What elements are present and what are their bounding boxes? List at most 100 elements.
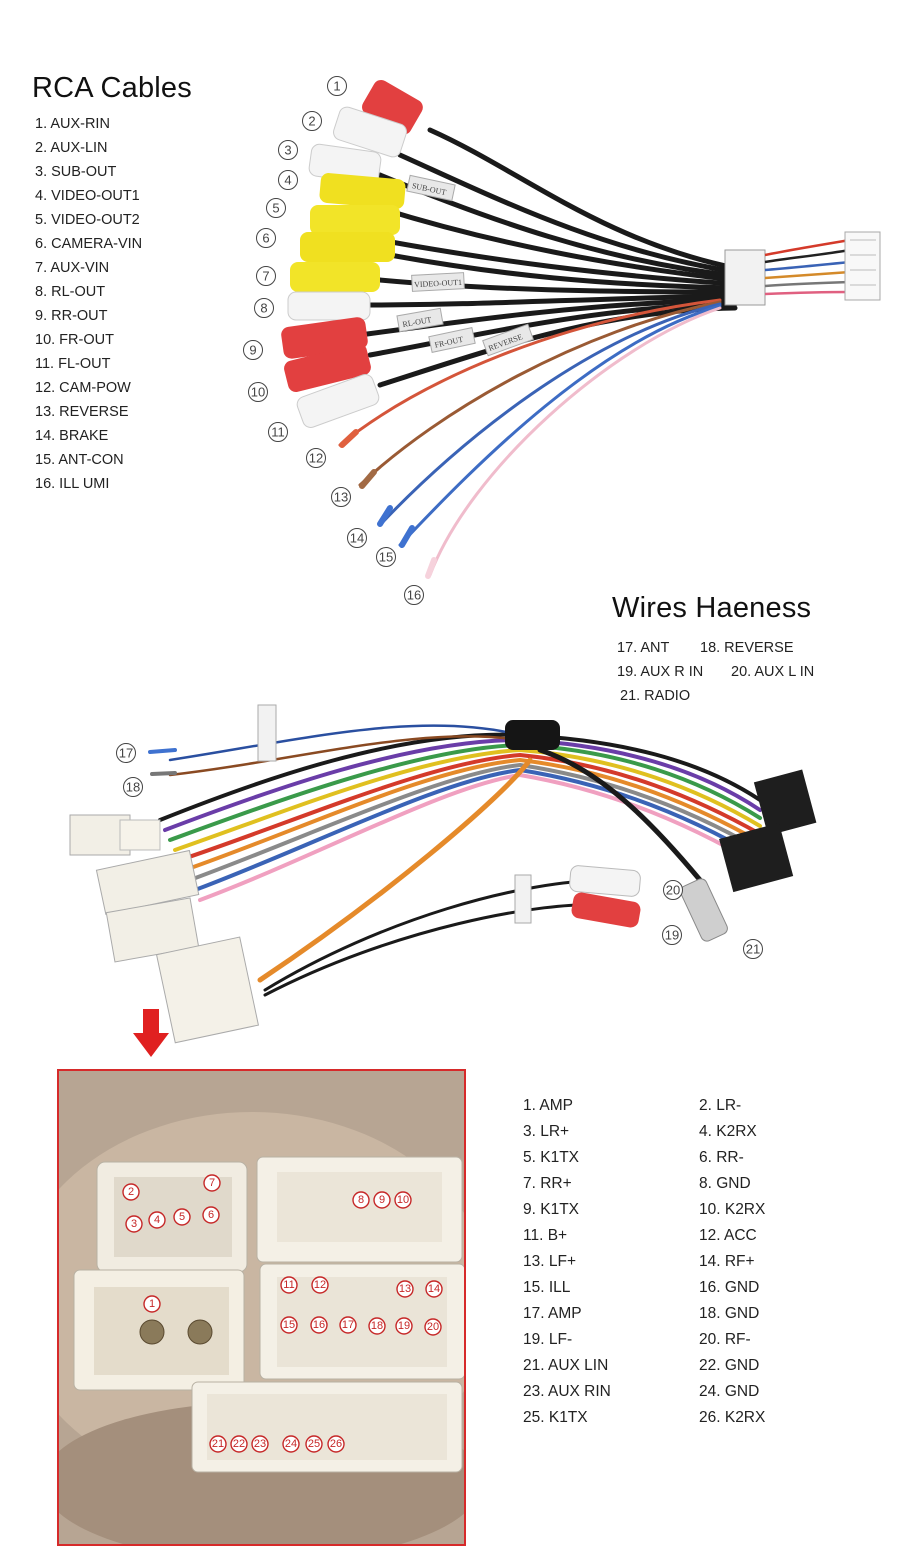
pin-badge: 5 [173, 1208, 191, 1226]
svg-text:14: 14 [350, 531, 364, 546]
callout-badge: 6 [256, 228, 276, 248]
pin-label: 7. RR+ [523, 1175, 572, 1192]
pin-label: 20. RF- [699, 1331, 751, 1348]
pin-row: 11. B+ 12. ACC [523, 1223, 875, 1249]
rca-callouts: 1 2 3 4 5 6 7 8 9 10 11 12 13 14 15 16 [243, 76, 424, 605]
pin-row: 21. AUX LIN 22. GND [523, 1353, 875, 1379]
pin-label: 15. ILL [523, 1279, 571, 1296]
svg-text:10: 10 [397, 1194, 409, 1206]
svg-text:19: 19 [398, 1320, 410, 1332]
svg-text:2: 2 [308, 114, 315, 129]
pin-badge: 12 [311, 1276, 329, 1294]
pin-label: 13. LF+ [523, 1253, 576, 1270]
pin-label: 10. K2RX [699, 1201, 766, 1218]
rca-list-item: 11. FL-OUT [35, 356, 111, 372]
rca-list-item: 7. AUX-VIN [35, 260, 110, 276]
svg-text:10: 10 [251, 385, 265, 400]
rca-list-item: 6. CAMERA-VIN [35, 236, 143, 252]
svg-text:8: 8 [260, 301, 267, 316]
svg-text:18: 18 [371, 1320, 383, 1332]
svg-text:1: 1 [149, 1298, 155, 1310]
pin-label: 21. AUX LIN [523, 1357, 609, 1374]
wires-list-row: 21. RADIO [617, 684, 887, 708]
callout-badge: 4 [278, 170, 298, 190]
svg-text:8: 8 [358, 1194, 364, 1206]
callout-badge: 12 [306, 448, 326, 468]
pin-label: 8. GND [699, 1175, 751, 1192]
callout-badge: 17 [116, 743, 136, 763]
pin-label: 5. K1TX [523, 1149, 579, 1166]
svg-text:2: 2 [128, 1186, 134, 1198]
down-arrow-icon [133, 1009, 169, 1057]
wires-list-item: 19. AUX R IN [617, 664, 704, 680]
svg-text:25: 25 [308, 1438, 320, 1450]
svg-text:18: 18 [126, 780, 140, 795]
wire-harness-illustration: 17 18 19 20 21 [69, 704, 817, 1044]
pin-badge: 1 [143, 1295, 161, 1313]
callout-badge: 5 [266, 198, 286, 218]
pin-badge: 16 [310, 1316, 328, 1334]
callout-badge: 10 [248, 382, 268, 402]
rca-list-item: 12. CAM-POW [35, 380, 131, 396]
pin-badge: 9 [373, 1191, 391, 1209]
pin-row: 13. LF+14. RF+ [523, 1249, 875, 1275]
pin-badge: 25 [305, 1435, 323, 1453]
svg-text:13: 13 [334, 490, 348, 505]
svg-text:1: 1 [333, 79, 340, 94]
svg-text:24: 24 [285, 1438, 297, 1450]
svg-text:5: 5 [272, 201, 279, 216]
svg-text:20: 20 [666, 883, 680, 898]
wires-list-row: 17. ANT 18. REVERSE [617, 636, 887, 660]
callout-badge: 13 [331, 487, 351, 507]
svg-text:11: 11 [283, 1279, 294, 1291]
callout-badge: 8 [254, 298, 274, 318]
svg-text:6: 6 [262, 231, 269, 246]
pin-label: 19. LF- [523, 1331, 573, 1348]
rca-tag: VIDEO-OUT1 [414, 278, 462, 289]
pin-badge: 19 [395, 1317, 413, 1335]
callout-badge: 19 [662, 925, 682, 945]
svg-text:26: 26 [330, 1438, 342, 1450]
pin-label: 18. GND [699, 1305, 760, 1322]
wires-list-item: 21. RADIO [620, 688, 691, 704]
rca-list-item: 8. RL-OUT [35, 284, 106, 300]
svg-text:4: 4 [154, 1214, 160, 1226]
pin-badge: 4 [148, 1211, 166, 1229]
rca-list-item: 9. RR-OUT [35, 308, 108, 324]
wires-list-item: 18. REVERSE [700, 640, 794, 656]
svg-text:19: 19 [665, 928, 679, 943]
svg-text:21: 21 [212, 1438, 224, 1450]
pin-label: 1. AMP [523, 1097, 573, 1114]
pin-badge: 20 [424, 1318, 442, 1336]
svg-text:12: 12 [314, 1279, 326, 1291]
callout-badge: 11 [268, 422, 288, 442]
rca-list-item: 16. ILL UMI [35, 476, 110, 492]
wires-list-row: 19. AUX R IN 20. AUX L IN [617, 660, 887, 684]
rca-list: 1. AUX-RIN 2. AUX-LIN 3. SUB-OUT 4. VIDE… [35, 112, 142, 496]
rca-list-item: 14. BRAKE [35, 428, 109, 444]
pin-badge: 11 [280, 1276, 298, 1294]
svg-text:16: 16 [313, 1319, 325, 1331]
svg-text:3: 3 [284, 143, 291, 158]
svg-text:15: 15 [283, 1319, 295, 1331]
callout-badge: 20 [663, 880, 683, 900]
callout-badge: 2 [302, 111, 322, 131]
wires-title: Wires Haeness [612, 592, 812, 624]
pin-label: 22. GND [699, 1357, 760, 1374]
callout-badge: 14 [347, 528, 367, 548]
pin-badge: 14 [425, 1280, 443, 1298]
pin-badge: 13 [396, 1280, 414, 1298]
pin-label: 11. B+ [523, 1227, 568, 1244]
pin-label: 24. GND [699, 1383, 760, 1400]
rca-list-item: 10. FR-OUT [35, 332, 114, 348]
pin-badge: 23 [251, 1435, 269, 1453]
rca-cable-illustration: SUB-OUT VIDEO-OUT1 RL-OUT FR-OUT REVERSE… [243, 76, 881, 605]
pin-badge: 15 [280, 1316, 298, 1334]
callout-badge: 3 [278, 140, 298, 160]
svg-text:14: 14 [428, 1283, 440, 1295]
pin-badge: 18 [368, 1317, 386, 1335]
pin-label: 12. ACC [699, 1227, 757, 1244]
